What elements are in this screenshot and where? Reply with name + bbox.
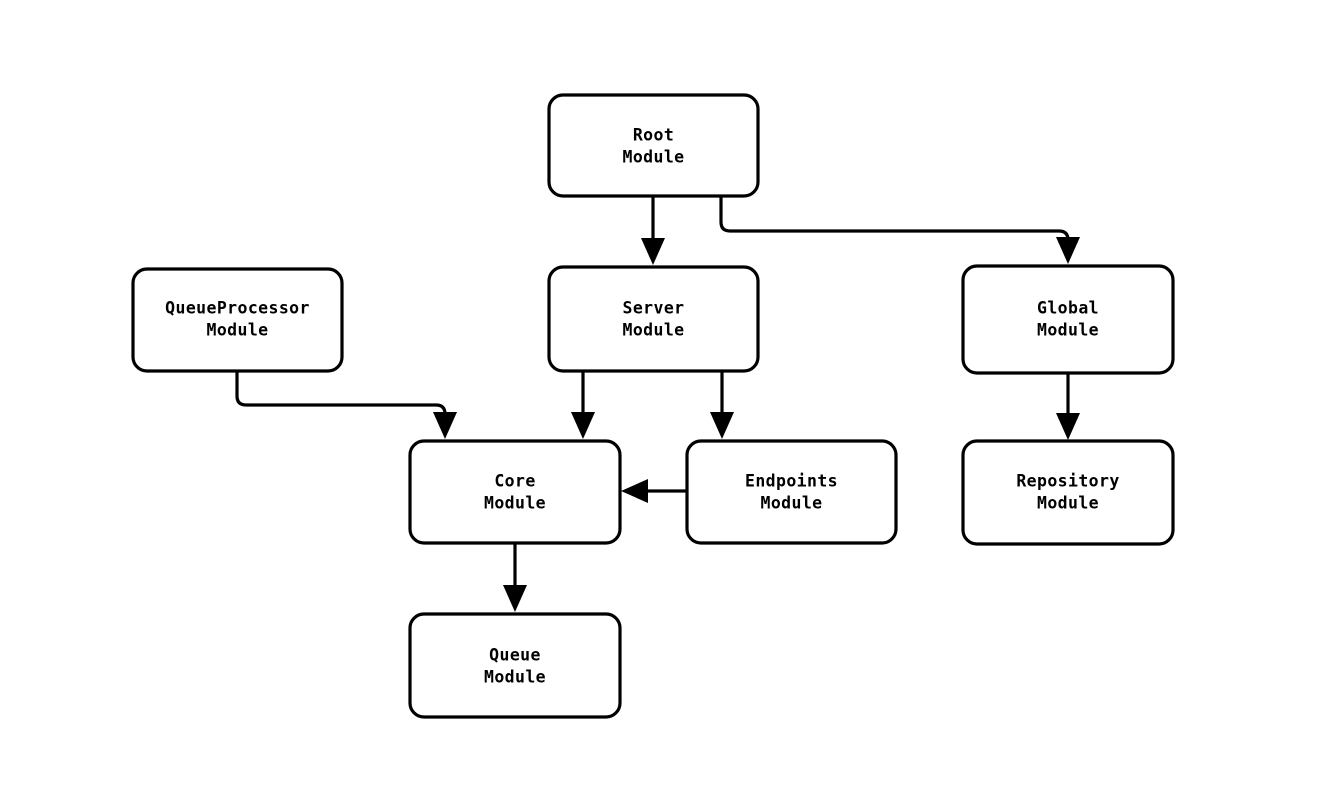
arrow-head-icon xyxy=(1056,413,1080,440)
node-label-line1: Server xyxy=(622,299,684,318)
node-label-line2: Module xyxy=(1037,494,1099,513)
node-box[interactable] xyxy=(547,265,760,373)
arrow-head-icon xyxy=(710,412,734,439)
edge-root-to-global xyxy=(719,196,1080,264)
node-label-line1: QueueProcessor xyxy=(165,299,310,318)
node-label-line2: Module xyxy=(1037,321,1099,340)
edges-layer xyxy=(235,196,1080,612)
arrow-head-icon xyxy=(571,412,595,439)
node-label-line2: Module xyxy=(484,668,546,687)
edge-server-to-core xyxy=(571,371,595,439)
node-label-line2: Module xyxy=(622,321,684,340)
node-label-line1: Queue xyxy=(489,646,541,665)
arrow-head-icon xyxy=(1056,237,1080,264)
node-box[interactable] xyxy=(408,612,622,719)
node-label-line2: Module xyxy=(622,148,684,167)
node-label-line1: Repository xyxy=(1016,472,1119,491)
arrow-head-icon xyxy=(503,585,527,612)
node-box[interactable] xyxy=(961,439,1175,546)
node-label-line2: Module xyxy=(760,494,822,513)
node-global[interactable]: Global Module xyxy=(961,264,1175,375)
node-box[interactable] xyxy=(547,93,760,198)
nodes-layer: Root Module QueueProcessor Module Server… xyxy=(131,93,1175,719)
edge-line xyxy=(719,196,1070,242)
edge-endpoints-to-core xyxy=(621,479,687,503)
node-box[interactable] xyxy=(131,267,344,373)
edge-line xyxy=(235,371,447,416)
node-label-line1: Global xyxy=(1037,299,1099,318)
edge-root-to-server xyxy=(641,196,665,265)
arrow-head-icon xyxy=(433,412,457,439)
node-server[interactable]: Server Module xyxy=(547,265,760,373)
node-repository[interactable]: Repository Module xyxy=(961,439,1175,546)
node-box[interactable] xyxy=(685,439,898,545)
node-queue[interactable]: Queue Module xyxy=(408,612,622,719)
node-box[interactable] xyxy=(408,439,622,545)
arrow-head-icon xyxy=(641,238,665,265)
node-core[interactable]: Core Module xyxy=(408,439,622,545)
node-queueprocessor[interactable]: QueueProcessor Module xyxy=(131,267,344,373)
node-label-line2: Module xyxy=(206,321,268,340)
node-label-line1: Core xyxy=(494,472,535,491)
node-root[interactable]: Root Module xyxy=(547,93,760,198)
edge-queueprocessor-to-core xyxy=(235,371,457,439)
node-box[interactable] xyxy=(961,264,1175,375)
node-endpoints[interactable]: Endpoints Module xyxy=(685,439,898,545)
node-label-line2: Module xyxy=(484,494,546,513)
edge-global-to-repository xyxy=(1056,373,1080,440)
node-label-line1: Endpoints xyxy=(745,472,838,491)
arrow-head-icon xyxy=(621,479,648,503)
edge-core-to-queue xyxy=(503,543,527,612)
edge-server-to-endpoints xyxy=(710,371,734,439)
node-label-line1: Root xyxy=(633,126,674,145)
